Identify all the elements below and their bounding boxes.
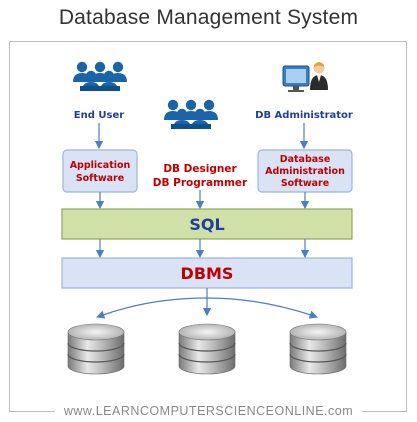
sql-label: SQL <box>189 215 224 234</box>
admin-software-label-line3: Software <box>281 178 329 189</box>
application-software-label-line2: Software <box>76 173 124 184</box>
end-user-label: End User <box>74 110 124 121</box>
application-software-label-line1: Application <box>70 160 131 171</box>
database-icon-left <box>67 323 125 375</box>
designer-group-icon <box>164 99 218 129</box>
sql-box <box>61 208 353 240</box>
database-icon-right <box>289 323 347 375</box>
footer: www.LEARNCOMPUTERSCIENCEONLINE.com <box>0 402 417 420</box>
database-icon-center <box>178 323 236 375</box>
footer-url: www.LEARNCOMPUTERSCIENCEONLINE.com <box>54 404 363 418</box>
admin-software-label-line1: Database <box>280 154 331 165</box>
db-administrator-label: DB Administrator <box>255 110 353 121</box>
db-designer-label: DB Designer <box>163 163 237 175</box>
application-software-box <box>62 149 138 193</box>
admin-software-label-line2: Administration <box>265 166 345 177</box>
dbms-box <box>61 257 353 289</box>
arrow-dbms-to-db-left <box>96 297 208 319</box>
diagram-title: Database Management System <box>58 6 359 29</box>
administrator-icon <box>282 62 328 92</box>
db-programmer-label: DB Programmer <box>153 177 248 189</box>
dbms-label: DBMS <box>181 264 234 283</box>
arrow-dbms-to-db-right <box>206 297 318 319</box>
end-user-group-icon <box>73 61 127 91</box>
